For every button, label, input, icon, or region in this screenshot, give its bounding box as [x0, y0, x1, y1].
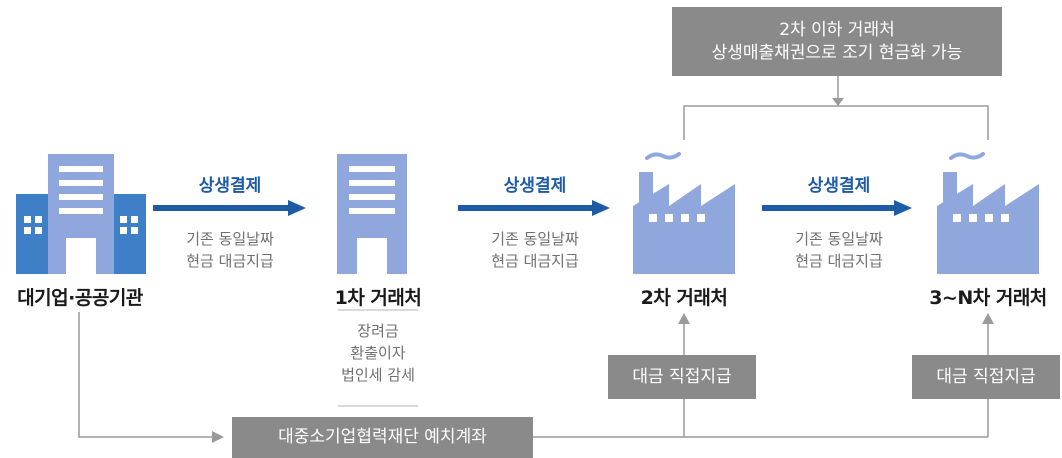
payment-arrow-3-head	[894, 200, 912, 216]
arrow-sub-2-line1: 기존 동일날짜	[491, 230, 579, 248]
arrow-sub-1-line1: 기존 동일날짜	[186, 230, 274, 248]
benefit-item: 환출이자	[350, 344, 406, 362]
office-buildings-icon	[16, 154, 146, 274]
direct-pay-box-tier3n: 대금 직접지급	[912, 355, 1060, 399]
arrow-sub-3-line2: 현금 대금지급	[795, 252, 883, 270]
node-label-large-company: 대기업·공공기관	[17, 287, 143, 309]
payment-arrow-1-head	[288, 200, 306, 216]
arrow-title-3: 상생결제	[807, 176, 871, 196]
node-label-tier1: 1차 거래처	[334, 287, 422, 309]
factory-icon	[633, 152, 735, 274]
note-bracket-line	[683, 105, 989, 140]
deposit-flow-arrowhead	[212, 431, 224, 443]
direct-pay-arrowhead-2	[678, 313, 690, 324]
arrow-sub-2-line2: 현금 대금지급	[491, 252, 579, 270]
arrow-sub-3-line1: 기존 동일날짜	[795, 230, 883, 248]
note-stem-arrowhead	[832, 98, 844, 106]
arrow-title-1: 상생결제	[198, 176, 262, 196]
top-note-line2: 상생매출채권으로 조기 현금화 가능	[711, 42, 963, 63]
benefits-list: 장려금 환출이자 법인세 감세	[318, 320, 438, 386]
arrow-sub-1: 기존 동일날짜 현금 대금지급	[150, 228, 310, 272]
top-note-box: 2차 이하 거래처 상생매출채권으로 조기 현금화 가능	[672, 7, 1002, 76]
payment-arrow-2-head	[592, 200, 610, 216]
arrow-sub-1-line2: 현금 대금지급	[186, 252, 274, 270]
benefit-item: 장려금	[357, 322, 399, 340]
arrow-title-2: 상생결제	[503, 176, 567, 196]
deposit-account-box: 대중소기업협력재단 예치계좌	[232, 417, 533, 458]
node-label-tier2: 2차 거래처	[640, 287, 728, 309]
deposit-flow-line	[78, 312, 214, 438]
arrow-sub-2: 기존 동일날짜 현금 대금지급	[455, 228, 615, 272]
factory-icon	[937, 152, 1039, 274]
direct-pay-arrowhead-3	[982, 313, 994, 324]
building-icon	[337, 154, 407, 274]
benefit-item: 법인세 감세	[341, 366, 415, 384]
arrow-sub-3: 기존 동일날짜 현금 대금지급	[759, 228, 919, 272]
node-label-tier3n: 3~N차 거래처	[929, 287, 1047, 309]
top-note-line1: 2차 이하 거래처	[779, 19, 895, 40]
direct-pay-box-tier2: 대금 직접지급	[608, 355, 756, 399]
